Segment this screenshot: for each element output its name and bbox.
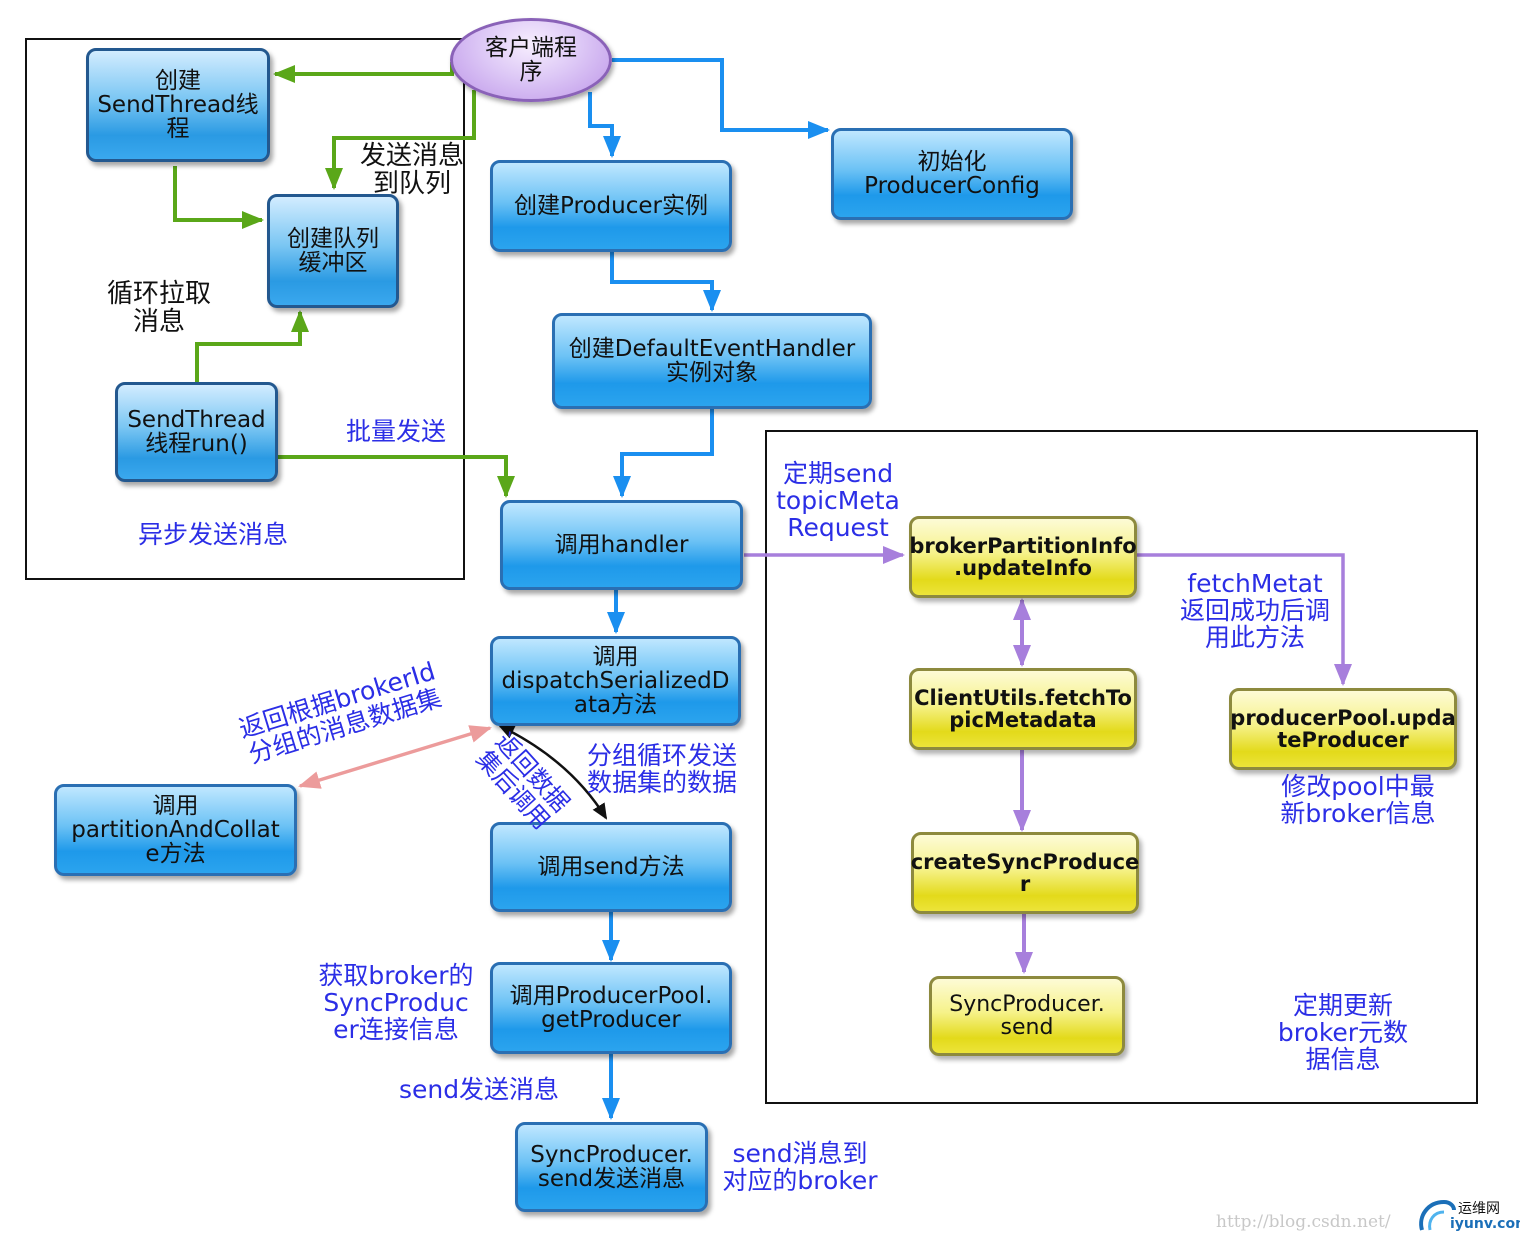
arrow-dispatch-send	[498, 724, 608, 820]
arrow-run-to-handler	[278, 455, 515, 498]
site-logo: 运维网 iyunv.com	[1416, 1192, 1520, 1240]
create-producer-node[interactable]: 创建Producer实例	[490, 160, 732, 252]
arrow-broker-update-to-pool	[1137, 553, 1352, 686]
label-send-to-queue: 发送消息 到队列	[359, 141, 464, 200]
logo-bottom-text: iyunv.com	[1450, 1216, 1520, 1232]
logo-top-text: 运维网	[1458, 1201, 1500, 1217]
arrow-sendthread-to-queue	[173, 166, 264, 229]
create-queue-node[interactable]: 创建队列 缓冲区	[267, 194, 399, 308]
call-getproducer-node[interactable]: 调用ProducerPool. getProducer	[490, 962, 732, 1054]
client-program-node[interactable]: 客户端程 序	[450, 18, 612, 102]
syncproducer-send-msg-node[interactable]: SyncProducer. send发送消息	[515, 1122, 708, 1212]
logo-swirl-icon	[1419, 1199, 1456, 1231]
call-send-node[interactable]: 调用send方法	[490, 822, 732, 912]
arrow-client-to-config	[612, 58, 830, 139]
label-loop-pull: 循环拉取 消息	[106, 279, 211, 338]
label-async-send: 异步发送消息	[137, 520, 288, 549]
fetch-topic-metadata-node[interactable]: ClientUtils.fetchTo picMetadata	[909, 668, 1137, 750]
broker-partition-update-node[interactable]: brokerPartitionInfo .updateInfo	[909, 516, 1137, 598]
arrow-dispatch-partition	[298, 725, 492, 789]
arrow-handler-obj-to-call-handler	[613, 408, 714, 498]
syncproducer-send-node[interactable]: SyncProducer. send	[929, 976, 1125, 1056]
label-periodic-send-request: 定期send topicMeta Request	[776, 459, 900, 542]
arrow-client-to-producer	[588, 92, 621, 158]
label-periodic-update: 定期更新 broker元数 据信息	[1277, 991, 1409, 1074]
label-group-loop: 分组循环发送 数据集的数据	[586, 741, 737, 797]
create-sendthread-node[interactable]: 创建 SendThread线 程	[86, 48, 270, 162]
call-partition-node[interactable]: 调用 partitionAndCollat e方法	[54, 784, 297, 876]
label-batch-send: 批量发送	[345, 417, 446, 446]
arrow-producer-to-handler-obj	[610, 252, 721, 312]
arrow-client-to-sendthread	[273, 62, 454, 83]
arrow-run-to-queue	[195, 310, 309, 382]
call-handler-node[interactable]: 调用handler	[500, 500, 743, 590]
async-group-frame	[25, 38, 465, 580]
label-get-connection: 获取broker的 SyncProduc er连接信息	[318, 961, 474, 1044]
arrow-client-to-queue	[325, 90, 476, 190]
label-modify-pool: 修改pool中最 新broker信息	[1280, 772, 1436, 828]
label-fetch-callback: fetchMetat 返回成功后调 用此方法	[1179, 569, 1330, 652]
call-dispatch-node[interactable]: 调用 dispatchSerializedD ata方法	[490, 636, 741, 726]
metadata-group-frame	[765, 430, 1478, 1104]
create-syncproducer-node[interactable]: createSyncProduce r	[911, 832, 1139, 914]
update-producer-pool-node[interactable]: producerPool.upda teProducer	[1229, 688, 1457, 770]
watermark-url: http://blog.csdn.net/	[1216, 1212, 1391, 1232]
init-producerconfig-node[interactable]: 初始化 ProducerConfig	[831, 128, 1073, 220]
create-eventhandler-node[interactable]: 创建DefaultEventHandler 实例对象	[552, 313, 872, 409]
label-send-to-broker: send消息到 对应的broker	[722, 1139, 878, 1195]
label-send-msg: send发送消息	[398, 1075, 560, 1104]
sendthread-run-node[interactable]: SendThread 线程run()	[115, 382, 278, 482]
